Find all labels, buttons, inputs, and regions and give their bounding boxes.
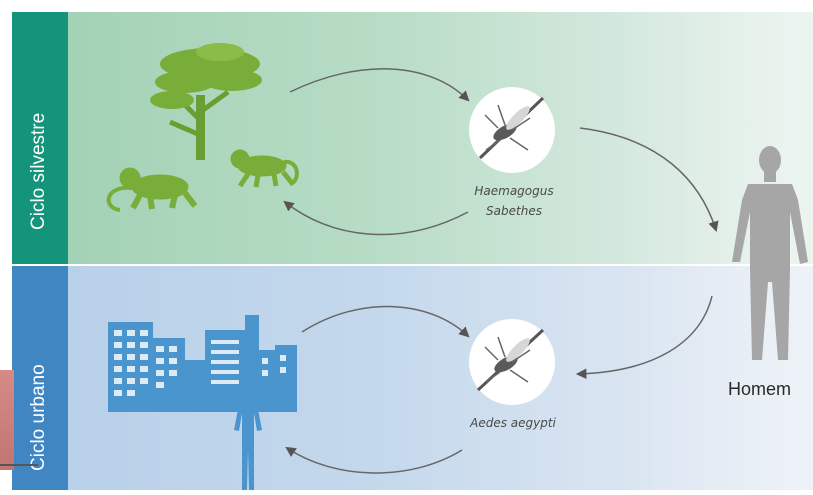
monkey-icon bbox=[231, 150, 297, 187]
mosquito-icon bbox=[469, 87, 555, 173]
tree-icon bbox=[150, 43, 262, 160]
sylvatic-vector-to-human-arrow bbox=[580, 128, 716, 230]
human-to-urban-vector-arrow bbox=[578, 296, 712, 374]
vector-to-city-arrow bbox=[287, 448, 462, 473]
mosquito-icon bbox=[469, 319, 555, 405]
city-to-vector-arrow bbox=[302, 307, 468, 336]
human-figure-icon bbox=[732, 146, 808, 360]
host-label: Homem bbox=[728, 379, 791, 400]
monkey-to-vector-arrow bbox=[290, 69, 468, 100]
urban-vector-name: Aedes aegypti bbox=[443, 416, 583, 430]
sylvatic-vector-name: Haemagogus bbox=[452, 184, 576, 198]
buildings-icon bbox=[108, 315, 297, 412]
vector-to-monkey-arrow bbox=[285, 202, 468, 235]
monkey-icon bbox=[109, 168, 195, 210]
sylvatic-vector-name: Sabethes bbox=[452, 204, 576, 218]
